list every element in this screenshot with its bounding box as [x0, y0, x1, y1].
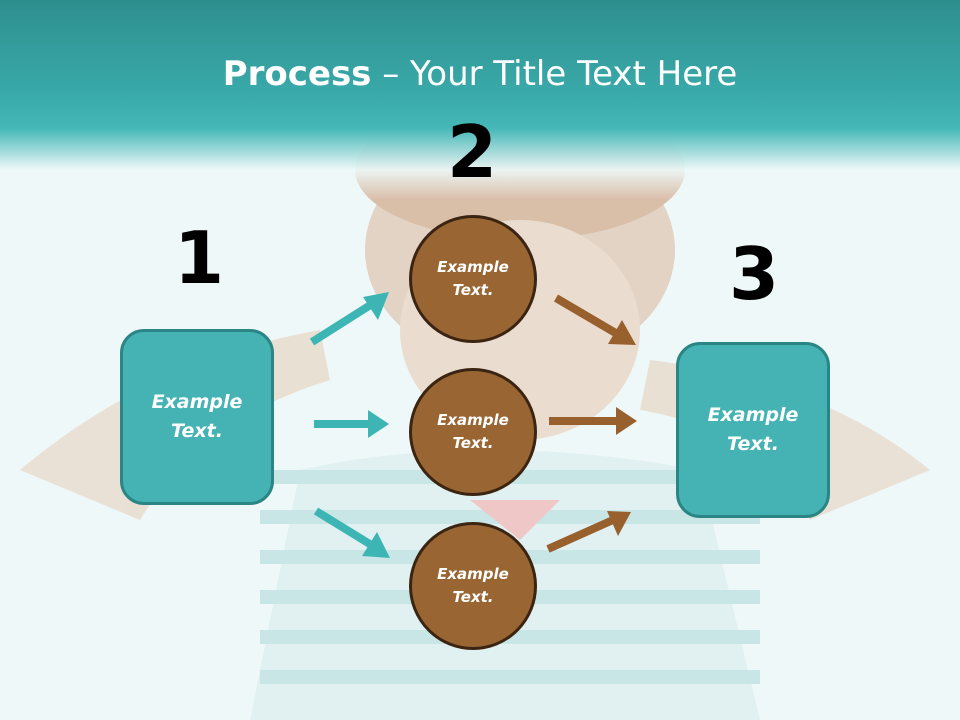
circle-1-line2: Text.	[452, 281, 494, 299]
step-number-3: 3	[728, 232, 780, 316]
title-rest: – Your Title Text Here	[371, 54, 738, 94]
circle-3-line2: Text.	[452, 588, 494, 606]
circle-2-line2: Text.	[452, 434, 494, 452]
title-bold: Process	[222, 54, 372, 94]
step-2-circle-2: Example Text.	[409, 368, 537, 496]
step-number-2: 2	[446, 110, 498, 194]
slide-title: Process – Your Title Text Here	[0, 52, 960, 96]
circle-2-line1: Example	[437, 411, 509, 429]
step-2-circle-1: Example Text.	[409, 215, 537, 343]
step-1-box: Example Text.	[120, 329, 274, 505]
circle-3-line1: Example	[437, 565, 509, 583]
arrow-from-circle-2	[549, 407, 637, 435]
step-3-box: Example Text.	[676, 342, 830, 518]
arrow-from-circle-1	[553, 294, 636, 345]
step-1-box-line1: Example	[151, 391, 243, 413]
header-band	[0, 0, 960, 200]
step-1-box-line2: Text.	[171, 420, 223, 442]
arrow-to-circle-3	[313, 507, 390, 558]
arrow-to-circle-2	[314, 410, 389, 438]
step-3-box-line2: Text.	[727, 433, 779, 455]
step-3-box-line1: Example	[707, 404, 799, 426]
step-2-circle-3: Example Text.	[409, 522, 537, 650]
circle-1-line1: Example	[437, 258, 509, 276]
arrow-to-circle-1	[309, 292, 389, 346]
step-number-1: 1	[173, 216, 225, 300]
arrow-from-circle-3	[546, 511, 631, 553]
